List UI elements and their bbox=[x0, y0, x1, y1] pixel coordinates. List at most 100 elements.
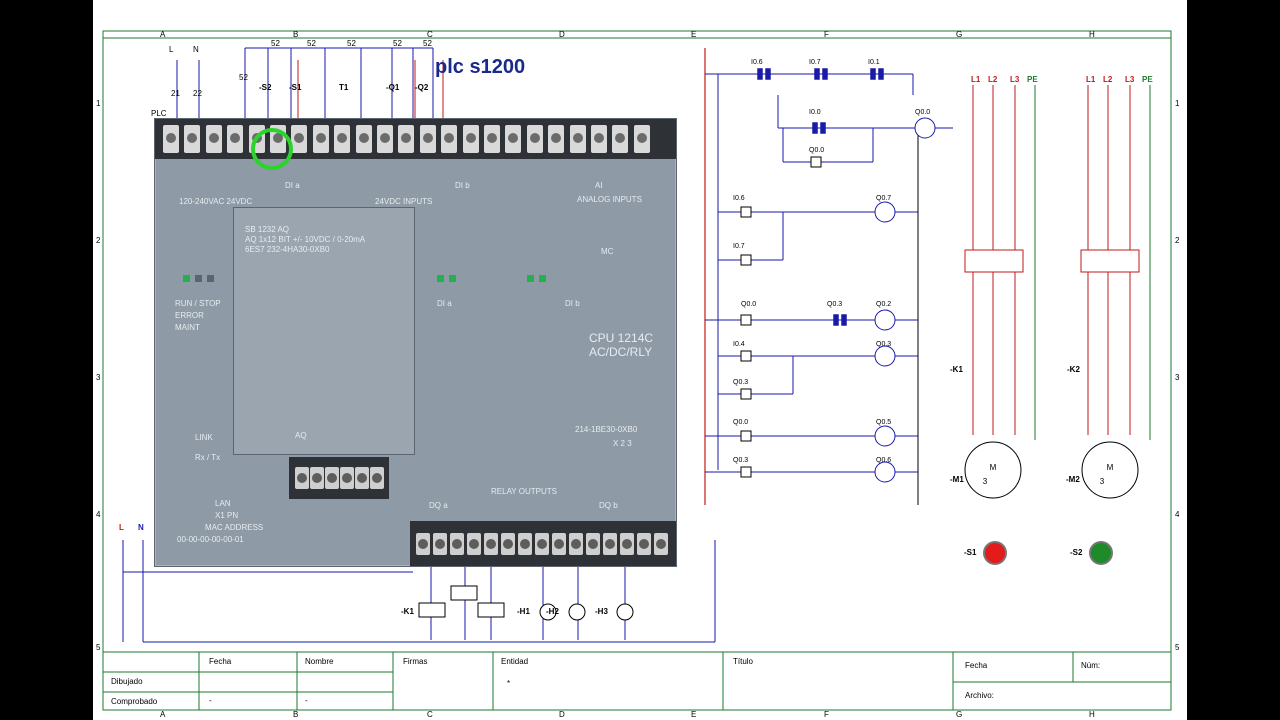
contact-i07b: I0.7 bbox=[733, 243, 745, 250]
plc-terminal bbox=[334, 125, 351, 153]
contact-i01: I0.1 bbox=[868, 59, 880, 66]
sb-line2: AQ 1x12 BIT +/- 10VDC / 0-20mA bbox=[245, 235, 366, 244]
label-k1b: -K1 bbox=[401, 607, 414, 616]
svg-text:D: D bbox=[559, 710, 565, 719]
error-label: ERROR bbox=[175, 311, 204, 320]
plc-terminal bbox=[505, 125, 522, 153]
label-h1: -H1 bbox=[517, 607, 530, 616]
analog-label: ANALOG INPUTS bbox=[577, 195, 642, 204]
relay-terminal bbox=[654, 533, 668, 555]
plc-device: 120-240VAC 24VDC DI a 24VDC INPUTS DI b … bbox=[154, 118, 677, 567]
di-b-label: DI b bbox=[455, 181, 470, 190]
svg-text:52: 52 bbox=[271, 39, 280, 48]
tb-archivo: Archivo: bbox=[965, 691, 994, 700]
label-t1: T1 bbox=[339, 83, 349, 92]
contact-i04: I0.4 bbox=[733, 341, 745, 348]
svg-text:A: A bbox=[160, 710, 166, 719]
stop-button[interactable] bbox=[983, 541, 1007, 565]
svg-text:PE: PE bbox=[1142, 75, 1153, 84]
plc-terminal bbox=[184, 125, 201, 153]
svg-text:L: L bbox=[169, 45, 174, 54]
di-led-8 bbox=[539, 275, 546, 282]
error-led bbox=[195, 275, 202, 282]
tb-num: Núm: bbox=[1081, 661, 1100, 670]
di-led-0 bbox=[437, 275, 444, 282]
svg-text:52: 52 bbox=[393, 39, 402, 48]
svg-text:G: G bbox=[956, 30, 962, 39]
label-s1: -S1 bbox=[289, 83, 302, 92]
contact-i06: I0.6 bbox=[751, 59, 763, 66]
svg-text:L2: L2 bbox=[988, 75, 998, 84]
svg-text:L2: L2 bbox=[1103, 75, 1113, 84]
signal-board bbox=[233, 207, 415, 455]
svg-text:2: 2 bbox=[1175, 236, 1180, 245]
relay-terminal bbox=[586, 533, 600, 555]
relay-terminal bbox=[637, 533, 651, 555]
plc-terminal bbox=[441, 125, 458, 153]
coil-q03: Q0.3 bbox=[876, 341, 891, 348]
contact-q00b: Q0.0 bbox=[741, 301, 756, 308]
relay-output-terminals bbox=[410, 521, 676, 566]
mc-label: MC bbox=[601, 247, 614, 256]
power-l: L bbox=[119, 523, 124, 532]
coil-q07: Q0.7 bbox=[876, 195, 891, 202]
tb-comprobado: Comprobado bbox=[111, 697, 158, 706]
plc-terminal bbox=[484, 125, 500, 153]
label-s1b: -S1 bbox=[964, 548, 977, 557]
relay-terminal bbox=[450, 533, 464, 555]
svg-text:PE: PE bbox=[1027, 75, 1038, 84]
relay-terminal bbox=[569, 533, 583, 555]
svg-text:3: 3 bbox=[1175, 373, 1180, 382]
svg-text:L1: L1 bbox=[971, 75, 981, 84]
svg-text:52: 52 bbox=[423, 39, 432, 48]
plc-terminal bbox=[355, 125, 372, 153]
plc-terminal bbox=[569, 125, 586, 153]
svg-text:H: H bbox=[1089, 710, 1095, 719]
aq-terminal bbox=[295, 467, 309, 489]
label-k2: -K2 bbox=[1067, 365, 1080, 374]
tb-nombre: Nombre bbox=[305, 657, 334, 666]
maint-led bbox=[207, 275, 214, 282]
svg-text:L3: L3 bbox=[1010, 75, 1020, 84]
power-label: 120-240VAC 24VDC bbox=[179, 197, 253, 206]
tb-firmas: Firmas bbox=[403, 657, 427, 666]
plc-terminal bbox=[612, 125, 629, 153]
plc-terminal bbox=[526, 125, 543, 153]
aq-terminal bbox=[355, 467, 369, 489]
relay-terminal bbox=[484, 533, 498, 555]
coil-q02: Q0.2 bbox=[876, 301, 891, 308]
start-button[interactable] bbox=[1089, 541, 1113, 565]
col-a: A bbox=[160, 30, 166, 39]
svg-text:5: 5 bbox=[96, 643, 101, 652]
contact-q03b: Q0.3 bbox=[733, 379, 748, 386]
coil-q00: Q0.0 bbox=[915, 109, 930, 116]
plc-terminal bbox=[419, 125, 436, 153]
relay-terminal bbox=[518, 533, 532, 555]
plc-terminal bbox=[633, 125, 650, 153]
svg-text:E: E bbox=[691, 710, 696, 719]
di-a2-label: DI a bbox=[437, 299, 452, 308]
lan-label: LAN bbox=[215, 499, 231, 508]
svg-text:1: 1 bbox=[96, 99, 101, 108]
svg-text:3: 3 bbox=[96, 373, 101, 382]
inputs-label: 24VDC INPUTS bbox=[375, 197, 433, 206]
relay-terminal bbox=[416, 533, 430, 555]
plc-terminal bbox=[163, 125, 179, 153]
di-a-label: DI a bbox=[285, 181, 300, 190]
svg-text:H: H bbox=[1089, 30, 1095, 39]
cpu-model: CPU 1214C bbox=[589, 331, 654, 345]
svg-text:B: B bbox=[293, 710, 298, 719]
label-h2: -H2 bbox=[546, 607, 559, 616]
run-led bbox=[183, 275, 190, 282]
tb-titulo: Título bbox=[733, 657, 754, 666]
motor1-label: M bbox=[990, 463, 997, 472]
di-led-1 bbox=[449, 275, 456, 282]
svg-text:F: F bbox=[824, 710, 829, 719]
contact-i07: I0.7 bbox=[809, 59, 821, 66]
svg-text:52: 52 bbox=[239, 73, 248, 82]
dqb-label: DQ b bbox=[599, 501, 618, 510]
label-q1: -Q1 bbox=[386, 83, 400, 92]
svg-text:F: F bbox=[824, 30, 829, 39]
